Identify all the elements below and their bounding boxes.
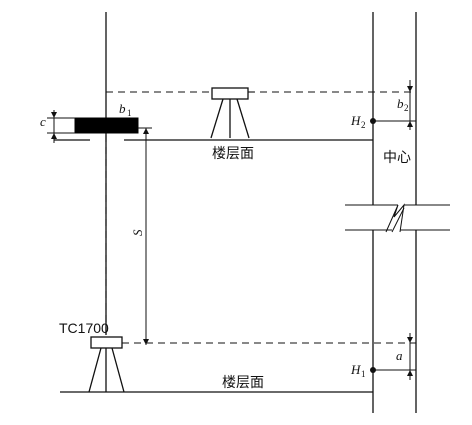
label-b2: b [397, 96, 404, 111]
label-b1-subscript: 1 [127, 108, 132, 118]
label-h2-subscript: 2 [361, 120, 366, 130]
dimension-b2 [407, 80, 413, 130]
upper-level-instrument [210, 87, 250, 139]
lower-total-station [88, 336, 125, 393]
lower-floor-label: 楼层面 [222, 375, 264, 391]
break-symbol [345, 203, 450, 233]
dimension-a [407, 333, 413, 380]
label-h1-subscript: 1 [361, 369, 366, 379]
label-h1: H [350, 362, 361, 377]
right-wall [372, 12, 417, 413]
dimension-c [51, 110, 57, 143]
label-a: a [396, 348, 403, 363]
label-s: S [130, 229, 145, 236]
label-b2-subscript: 2 [404, 103, 409, 113]
instrument-label: TC1700 [59, 320, 109, 336]
center-label: 中心 [383, 150, 411, 166]
leveling-staff [47, 117, 152, 134]
label-b1: b [119, 101, 126, 116]
label-h2: H [350, 113, 361, 128]
dimension-s [143, 128, 149, 345]
upper-floor-label: 楼层面 [212, 146, 254, 162]
label-c: c [40, 114, 46, 129]
